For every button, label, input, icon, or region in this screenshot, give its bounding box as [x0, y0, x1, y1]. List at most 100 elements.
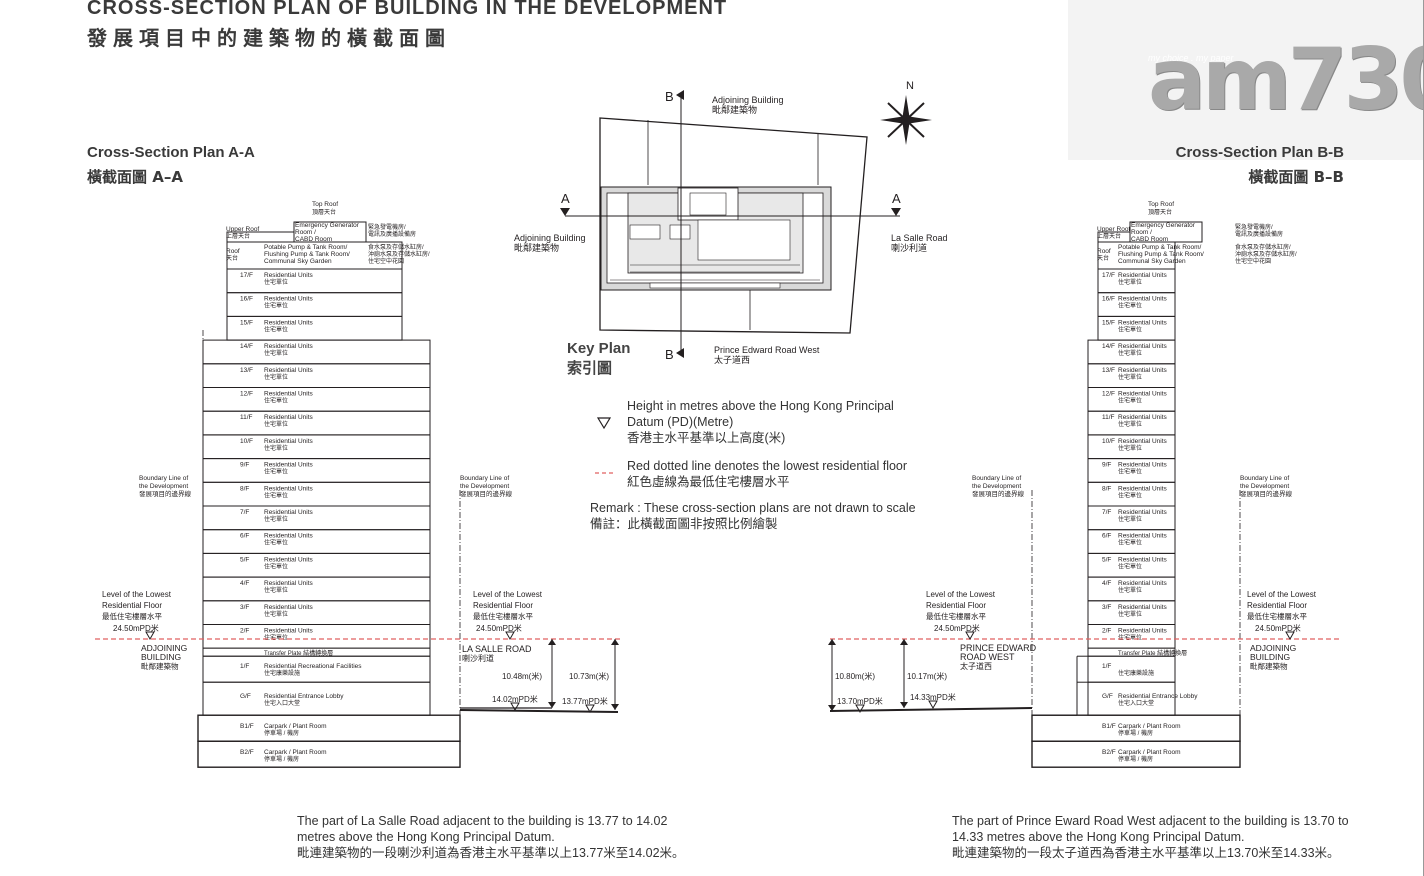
pump-label-zh-1: 食水泵及存儲水缸房/: [1235, 243, 1291, 251]
adjoining-label-zh: 毗鄰建築物: [141, 661, 179, 671]
floor-use-label-zh: 住宅單位: [264, 397, 288, 405]
floor-row: [202, 576, 431, 602]
dim-arrow: [900, 639, 908, 645]
floor-use-label: Residential Units: [1118, 391, 1168, 398]
logo: my choice . my paper am730: [1068, 0, 1424, 160]
upper-roof-label: Upper Roof: [226, 226, 259, 233]
floor-use-label-zh: 住宅單位: [1118, 302, 1142, 310]
legend-symbols: [595, 417, 615, 474]
road-right-label-zh: 喇沙利道: [891, 242, 927, 253]
road-surface: [829, 707, 1033, 712]
floor-use-label: Residential Units: [1118, 533, 1168, 540]
lowest-label-zh: 最低住宅樓層水平: [926, 611, 986, 621]
roof-label: Roof: [226, 248, 240, 255]
floor-use-label: Residential Units: [264, 391, 314, 398]
floor-use-label-zh: 停車場 / 機房: [1118, 755, 1153, 763]
floor-use-label: Carpark / Plant Room: [1118, 723, 1181, 730]
logo-text: am730: [1148, 30, 1424, 130]
adjoining-label-2: BUILDING: [1250, 652, 1290, 662]
road-surface: [459, 709, 619, 713]
pd-marker-icon: [505, 631, 515, 641]
floor-label: 17/F: [240, 272, 253, 279]
boundary-label-1: Boundary Line of: [139, 475, 188, 482]
floor-use-label-zh: 住宅單位: [1118, 325, 1142, 333]
north-arrow-icon: [880, 95, 932, 145]
road-label-1: PRINCE EDWARD: [960, 643, 1037, 653]
floor-row: [202, 410, 431, 436]
adjoining-top-label: Adjoining Building: [712, 95, 784, 105]
floor-label: 2/F: [1102, 628, 1111, 635]
floor-use-label-zh: 住宅單位: [264, 562, 288, 570]
floor-use-label: Residential Units: [264, 556, 314, 563]
floor-label: B1/F: [240, 723, 254, 730]
lowest-label-1: Level of the Lowest: [926, 590, 996, 599]
boundary-label-zh: 發展項目的邊界線: [972, 489, 1025, 498]
pump-label-3: Communal Sky Garden: [264, 258, 332, 265]
floor-use-label-zh: 住宅單位: [1118, 515, 1142, 523]
floor-row: [202, 624, 431, 649]
floor-row: [202, 434, 431, 460]
floor-use-label-zh: 住宅單位: [264, 539, 288, 547]
lowest-label-zh: 最低住宅樓層水平: [102, 611, 162, 621]
floor-use-label-zh: 住宅康樂設施: [1118, 669, 1154, 677]
floor-use-label: Residential Units: [264, 296, 314, 303]
floor-use-label: Residential Units: [1118, 414, 1168, 421]
floor-use-label-zh: 住宅單位: [264, 325, 288, 333]
floor-use-label-zh: 住宅單位: [264, 586, 288, 594]
pd-marker-icon: [965, 631, 975, 641]
floor-use-label: Residential Units: [264, 367, 314, 374]
dim-arrow: [828, 639, 836, 645]
adjoining-top-label-zh: 毗鄰建築物: [712, 104, 757, 115]
floor-label: 10/F: [240, 438, 253, 445]
pd-marker-icon: [585, 704, 595, 714]
floor-use-label: Residential Units: [264, 628, 314, 635]
note-b: The part of Prince Eward Road West adjac…: [952, 814, 1349, 860]
pd-marker-icon: [855, 704, 865, 714]
height-1: 10.80m(米): [835, 671, 875, 681]
section-a-title-zh: 橫截面圖 A–A: [87, 168, 183, 186]
top-roof-label-zh: 頂層天台: [312, 208, 336, 216]
emergency-label-2: Room /: [295, 229, 316, 236]
floor-use-label-zh: 住宅單位: [1118, 610, 1142, 618]
adjoining-label-2: BUILDING: [141, 652, 181, 662]
adjoining-left-label-zh: 毗鄰建築物: [514, 242, 559, 253]
legend-pd: Height in metres above the Hong Kong Pri…: [627, 399, 894, 445]
basement-row: [197, 740, 461, 768]
dim-arrow: [548, 639, 556, 645]
dim-arrow: [611, 639, 619, 645]
note-a: The part of La Salle Road adjacent to th…: [297, 814, 685, 860]
floor-use-label: Residential Entrance Lobby: [1118, 693, 1198, 700]
lowest-label-zh: 最低住宅樓層水平: [473, 611, 533, 621]
floor-use-label: Residential Units: [1118, 296, 1168, 303]
boundary-label-1: Boundary Line of: [1240, 475, 1289, 482]
marker-b-bottom: B: [665, 347, 674, 362]
emergency-label-2: Room /: [1131, 229, 1152, 236]
floor-use-label: Residential Units: [264, 319, 314, 326]
pump-label-2: Flushing Pump & Tank Room/: [264, 251, 350, 258]
floor-row: [202, 529, 431, 554]
floor-label: 5/F: [240, 556, 249, 563]
floor-row: [202, 600, 431, 625]
floor-row: [226, 292, 403, 317]
pump-label-zh-3: 住宅空中花園: [368, 257, 404, 265]
floor-row: [202, 363, 431, 389]
lowest-value: 24.50mPD米: [476, 623, 522, 633]
floor-use-label-zh: 住宅單位: [264, 278, 288, 286]
floor-label: 14/F: [240, 343, 253, 350]
floor-use-label: Residential Units: [264, 580, 314, 587]
floor-use-label: Residential Units: [264, 414, 314, 421]
pump-label-3: Communal Sky Garden: [1118, 258, 1186, 265]
emergency-label-zh-2: 電訊及廣播設備房: [368, 230, 416, 238]
lowest-label-2: Residential Floor: [473, 601, 533, 610]
floor-label: 11/F: [1102, 414, 1115, 421]
legend-remark: Remark : These cross-section plans are n…: [590, 501, 916, 531]
floor-use-label-zh: 住宅單位: [264, 491, 288, 499]
floor-use-label-zh: 住宅單位: [1118, 586, 1142, 594]
floor-use-label: Residential Units: [1118, 438, 1168, 445]
road-label: LA SALLE ROAD: [462, 644, 532, 654]
page-title: CROSS-SECTION PLAN OF BUILDING IN THE DE…: [87, 0, 728, 19]
roof-label-zh: 天台: [1097, 254, 1109, 262]
floor-use-label-zh: 停車場 / 機房: [1118, 729, 1153, 737]
section-b-title-zh: 橫截面圖 B–B: [1248, 168, 1344, 186]
